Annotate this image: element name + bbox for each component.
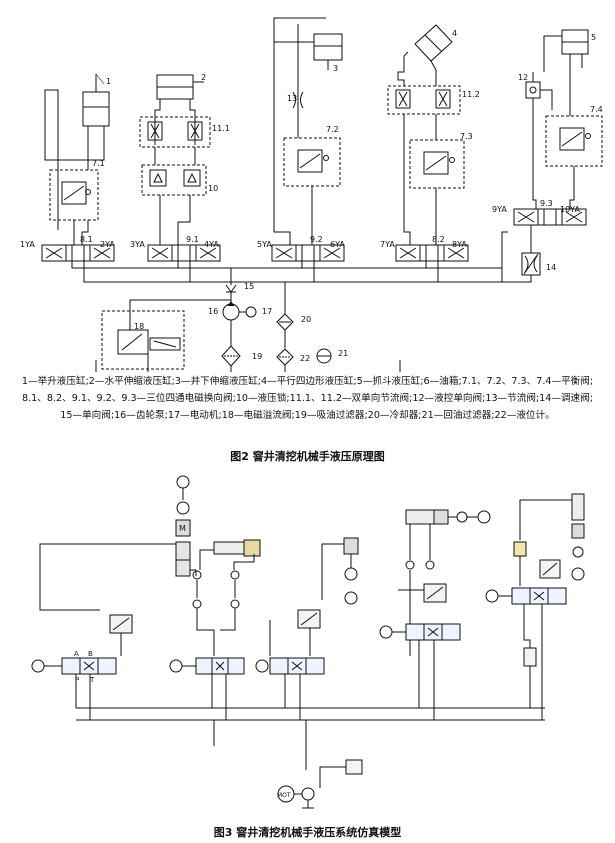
hydraulic-schematic-diagram: 1 7.1 8.1 1YA 2YA 2 bbox=[20, 17, 603, 372]
label-5ya: 5YA bbox=[257, 240, 272, 249]
label-9ya: 9YA bbox=[492, 205, 507, 214]
downhole-cylinder-3 bbox=[313, 33, 343, 70]
label-18: 18 bbox=[134, 322, 144, 331]
horizontal-cylinder-2 bbox=[154, 74, 204, 145]
label-10: 10 bbox=[208, 184, 218, 193]
balance-valve-7-4 bbox=[545, 115, 603, 167]
label-2ya: 2YA bbox=[100, 240, 115, 249]
label-7-3: 7.3 bbox=[460, 132, 473, 141]
legend-line: 1—举升液压缸;2—水平伸缩液压缸;3—井下伸缩液压缸;4—平行四边形液压缸;5… bbox=[21, 376, 594, 387]
label-7-1: 7.1 bbox=[92, 159, 105, 168]
label-4ya: 4YA bbox=[204, 240, 219, 249]
throttle-valve-13 bbox=[292, 91, 304, 109]
label-2: 2 bbox=[201, 73, 206, 82]
label-21: 21 bbox=[338, 349, 348, 358]
label-7-4: 7.4 bbox=[590, 105, 603, 114]
sim-pump-unit: MOT bbox=[277, 759, 363, 809]
parallelogram-cylinder-4 bbox=[403, 24, 453, 71]
electric-motor-17 bbox=[239, 306, 257, 318]
hydraulic-lock-10 bbox=[141, 164, 207, 196]
sim-port-a: A bbox=[74, 650, 79, 658]
label-12: 12 bbox=[518, 73, 528, 82]
directional-valve-9-2 bbox=[271, 244, 345, 262]
directional-valve-8-1 bbox=[41, 244, 115, 262]
label-5: 5 bbox=[591, 33, 596, 42]
oil-tank-6 bbox=[95, 360, 401, 372]
label-6ya: 6YA bbox=[330, 240, 345, 249]
label-10ya: 10YA bbox=[560, 205, 580, 214]
figure-3-title: 图3 窨井清挖机械手液压系统仿真模型 bbox=[213, 826, 402, 839]
sim-port-t: T bbox=[89, 676, 95, 684]
electromagnetic-relief-valve-18 bbox=[101, 310, 185, 370]
sim-m-label: M bbox=[179, 524, 186, 533]
balance-valve-7-3 bbox=[409, 139, 465, 189]
label-7ya: 7YA bbox=[380, 240, 395, 249]
label-14: 14 bbox=[546, 263, 556, 272]
label-17: 17 bbox=[262, 307, 272, 316]
label-20: 20 bbox=[301, 315, 311, 324]
lift-cylinder-1 bbox=[82, 74, 110, 150]
label-1: 1 bbox=[106, 77, 111, 86]
label-19: 19 bbox=[252, 352, 262, 361]
label-13: 13 bbox=[287, 94, 297, 103]
sim-channel-3 bbox=[255, 537, 359, 720]
return-filter-22 bbox=[276, 348, 294, 366]
label-8ya: 8YA bbox=[452, 240, 467, 249]
throttle-valve-11-2 bbox=[387, 85, 461, 115]
label-11-2: 11.2 bbox=[462, 90, 480, 99]
check-valve-15 bbox=[225, 268, 237, 293]
label-9-1: 9.1 bbox=[186, 235, 199, 244]
legend-line: 15—单向阀;16—齿轮泵;17—电动机;18—电磁溢流阀;19—吸油过滤器;2… bbox=[60, 410, 555, 421]
label-3: 3 bbox=[333, 64, 338, 73]
directional-valve-8-2 bbox=[395, 244, 469, 262]
sim-channel-4 bbox=[379, 509, 491, 720]
sim-channel-5 bbox=[485, 493, 585, 720]
component-legend: 1—举升液压缸;2—水平伸缩液压缸;3—井下伸缩液压缸;4—平行四边形液压缸;5… bbox=[0, 373, 615, 424]
legend-line: 8.1、8.2、9.1、9.2、9.3—三位四通电磁换向阀;10—液压锁;11.… bbox=[22, 393, 593, 404]
pilot-check-valve-12 bbox=[525, 81, 541, 99]
directional-valve-9-1 bbox=[147, 244, 221, 262]
sim-motor-label: MOT bbox=[277, 792, 291, 799]
flow-control-valve-14 bbox=[521, 252, 541, 276]
sim-channel-1: M A B P T bbox=[31, 475, 197, 720]
label-11-1: 11.1 bbox=[212, 124, 230, 133]
label-9-2: 9.2 bbox=[310, 235, 323, 244]
sim-port-b: B bbox=[88, 650, 93, 658]
label-3ya: 3YA bbox=[130, 240, 145, 249]
label-4: 4 bbox=[452, 29, 457, 38]
label-9-3: 9.3 bbox=[540, 199, 553, 208]
label-15: 15 bbox=[244, 282, 254, 291]
sim-channel-2 bbox=[169, 539, 261, 720]
balance-valve-7-1 bbox=[49, 169, 99, 221]
label-1ya: 1YA bbox=[20, 240, 35, 249]
label-8-2: 8.2 bbox=[432, 235, 445, 244]
level-gauge-21 bbox=[316, 348, 332, 364]
cooler-20 bbox=[276, 313, 294, 331]
grab-cylinder-5 bbox=[561, 29, 589, 68]
balance-valve-7-2 bbox=[283, 137, 341, 187]
suction-filter-19 bbox=[221, 345, 241, 367]
figure-2-title: 图2 窨井清挖机械手液压原理图 bbox=[230, 450, 385, 463]
label-16: 16 bbox=[208, 307, 218, 316]
simulation-model-diagram: M A B P T bbox=[31, 475, 585, 809]
label-7-2: 7.2 bbox=[326, 125, 339, 134]
throttle-valve-11-1 bbox=[139, 116, 211, 148]
label-8-1: 8.1 bbox=[80, 235, 93, 244]
directional-valve-9-3 bbox=[513, 208, 587, 226]
label-22: 22 bbox=[300, 354, 310, 363]
sim-port-p: P bbox=[75, 676, 79, 684]
